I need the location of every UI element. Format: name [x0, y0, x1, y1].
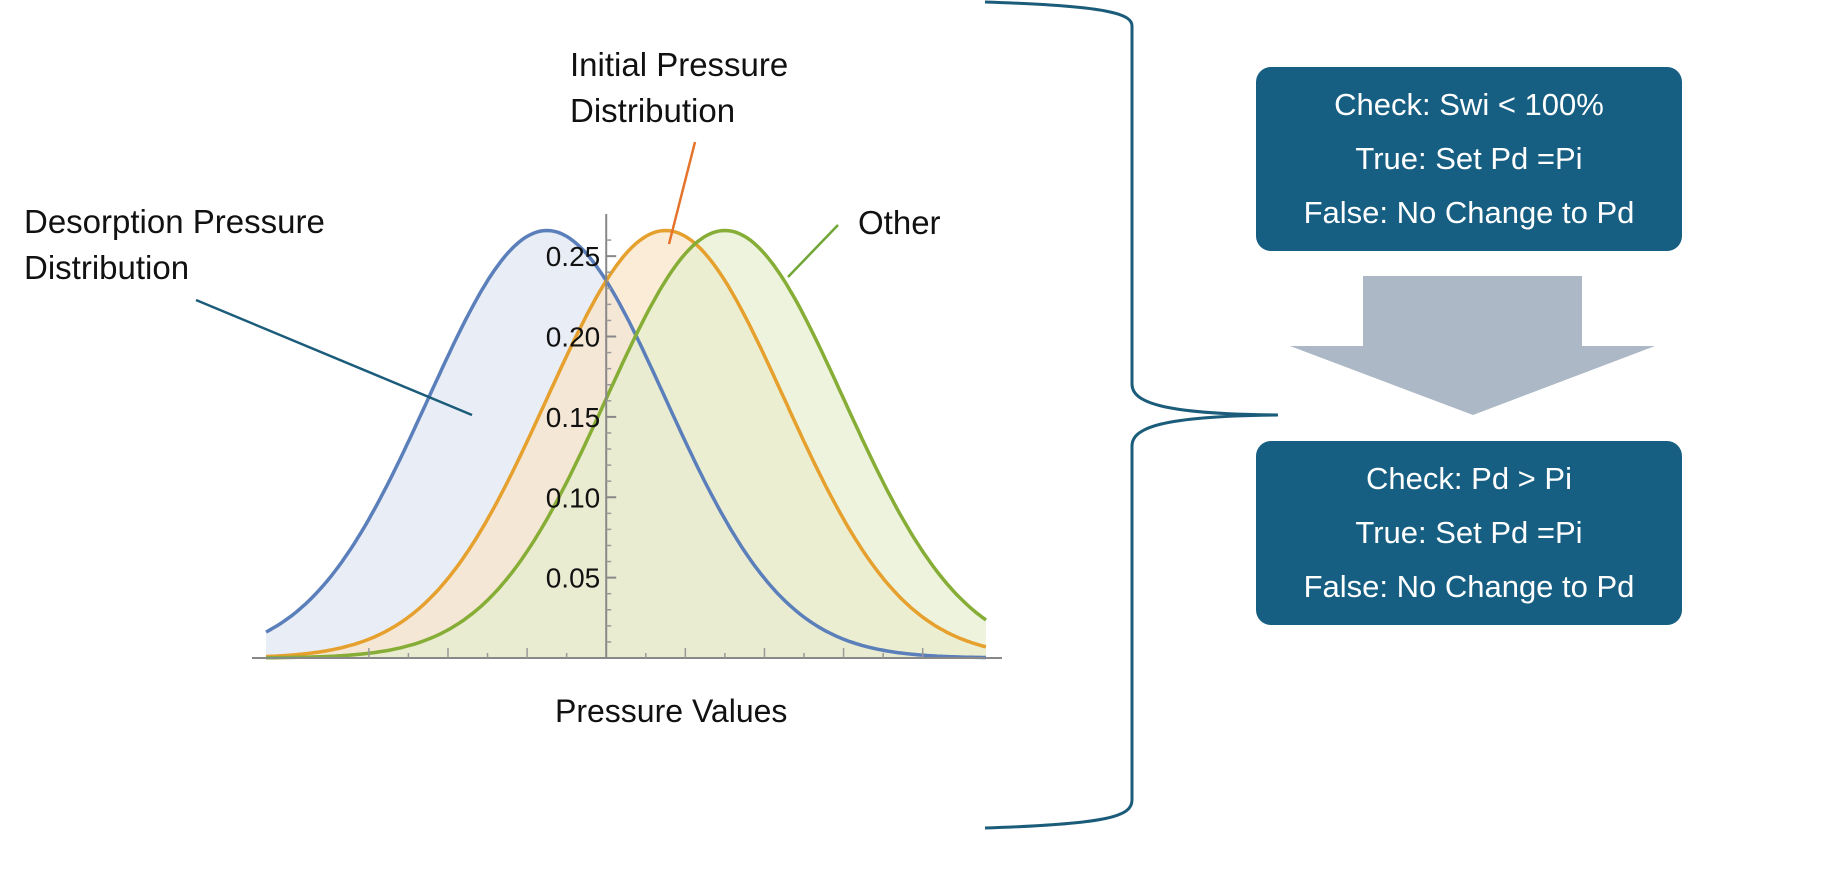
curve-fills	[266, 230, 986, 658]
desorption-label: Desorption Pressure Distribution	[24, 199, 325, 291]
curve-fill-other	[266, 230, 986, 658]
curve-line-initial	[265, 228, 987, 659]
other-label-text: Other	[858, 204, 941, 241]
check-box-1-true: True: Set Pd =Pi	[1355, 141, 1583, 176]
chart-ticks: 0.05 0.10 0.15 0.20 0.25	[368, 239, 924, 658]
y-tick-label: 0.25	[546, 241, 601, 272]
initial-leader-line	[667, 141, 697, 245]
check-box-1-condition: Check: Swi < 100%	[1334, 87, 1604, 122]
curve-line-other	[265, 228, 988, 660]
initial-label-line-1: Initial Pressure	[570, 46, 789, 83]
y-tick-label: 0.15	[546, 402, 601, 433]
curve-line-desorption	[265, 228, 986, 660]
y-tick-label: 0.20	[546, 322, 601, 353]
curve-lines	[265, 228, 988, 660]
curly-brace	[984, 0, 1279, 830]
desorption-label-line-1: Desorption Pressure	[24, 203, 325, 240]
check-box-1-false: False: No Change to Pd	[1303, 195, 1635, 230]
check-box-2-false: False: No Change to Pd	[1303, 569, 1635, 604]
check-box-2: Check: Pd > Pi True: Set Pd =Pi False: N…	[1256, 441, 1682, 625]
desorption-leader-line	[195, 298, 473, 417]
initial-label-line-2: Distribution	[570, 92, 736, 129]
check-box-1: Check: Swi < 100% True: Set Pd =Pi False…	[1256, 67, 1682, 251]
y-tick-label: 0.10	[546, 482, 601, 513]
initial-label: Initial Pressure Distribution	[570, 42, 788, 134]
other-label: Other	[858, 200, 941, 246]
other-leader-line	[787, 224, 839, 278]
check-box-2-true: True: Set Pd =Pi	[1355, 515, 1583, 550]
down-arrow-icon	[1290, 276, 1655, 415]
check-box-2-condition: Check: Pd > Pi	[1366, 461, 1572, 496]
callout-leader-lines	[195, 141, 839, 417]
x-axis-title: Pressure Values	[555, 693, 788, 729]
desorption-label-line-2: Distribution	[24, 249, 190, 286]
y-tick-label: 0.05	[546, 563, 601, 594]
